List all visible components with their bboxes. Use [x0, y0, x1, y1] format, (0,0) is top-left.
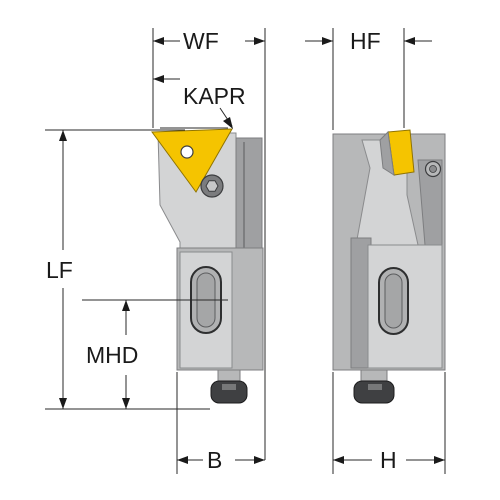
left-insert — [151, 128, 233, 193]
h-label: H — [380, 447, 397, 473]
right-view — [332, 129, 446, 404]
left-view — [151, 128, 264, 404]
mhd-label: MHD — [86, 342, 138, 368]
kapr-label: KAPR — [183, 83, 246, 109]
left-adjust-screw — [210, 380, 248, 404]
dimension-lines — [45, 28, 446, 474]
right-adjust-screw — [353, 380, 395, 404]
left-insert-hole — [180, 145, 194, 159]
hf-label: HF — [350, 28, 381, 54]
left-clamp-wedge — [235, 137, 263, 251]
b-label: B — [207, 447, 222, 473]
lf-label: LF — [46, 257, 73, 283]
wf-label: WF — [183, 28, 219, 54]
